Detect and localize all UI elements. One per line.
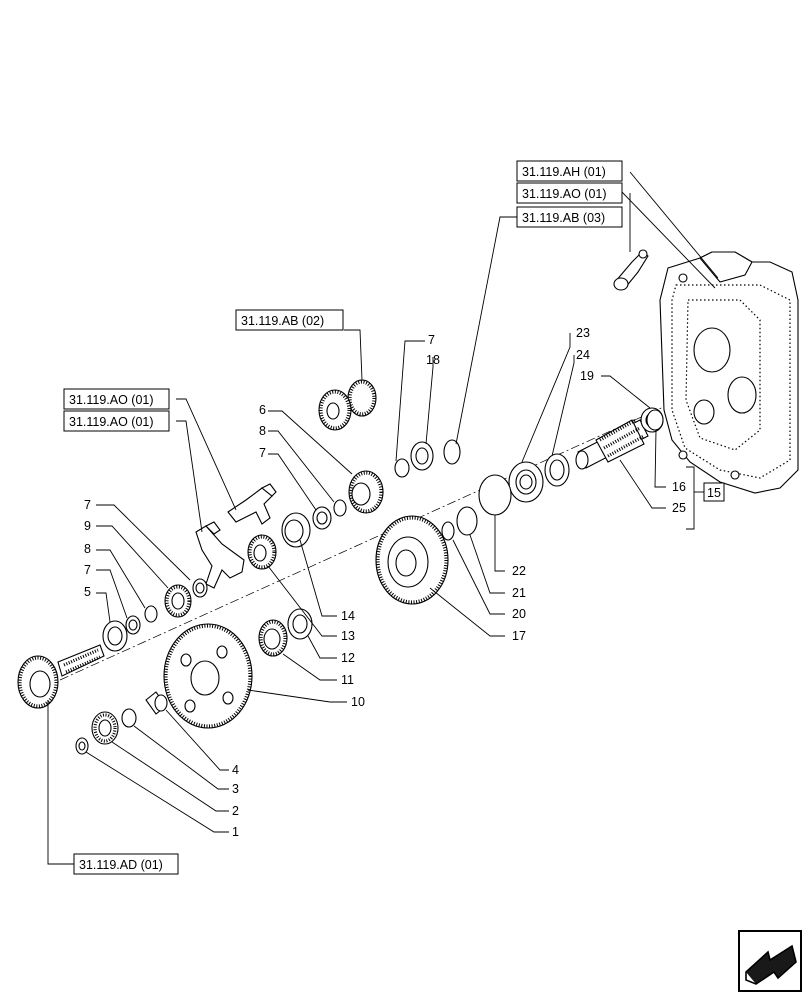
gear-6 xyxy=(348,470,384,514)
callout-7-left: 7 xyxy=(84,498,91,512)
callout-13: 13 xyxy=(341,629,355,643)
ring-1 xyxy=(75,737,89,755)
snap-ring-22 xyxy=(478,474,512,516)
bearing-9 xyxy=(164,584,192,618)
callout-4: 4 xyxy=(232,763,239,777)
shim-20 xyxy=(441,521,455,541)
ring-8-left xyxy=(144,605,158,623)
synchro-14 xyxy=(281,512,311,548)
callout-21: 21 xyxy=(512,586,526,600)
ref-box-ao01-left-b xyxy=(63,410,170,432)
ring-7-lower xyxy=(125,615,141,635)
transmission-housing xyxy=(659,251,799,494)
callout-2: 2 xyxy=(232,804,239,818)
ring-7-left xyxy=(192,578,208,598)
callout-7-top: 7 xyxy=(428,333,435,347)
gear-17 xyxy=(375,515,449,605)
gear-10 xyxy=(163,623,253,729)
bearing-23 xyxy=(508,461,544,503)
synchro-ring-11 xyxy=(258,619,288,657)
back-arrow-button[interactable] xyxy=(738,930,802,992)
callout-8-left: 8 xyxy=(84,542,91,556)
assembly-axis xyxy=(59,394,691,681)
callout-11: 11 xyxy=(341,673,354,687)
washer-3 xyxy=(121,708,137,728)
shift-fork-lower xyxy=(195,521,245,589)
ref-ad01: 31.119.AD (01) xyxy=(79,858,163,872)
callout-16: 16 xyxy=(672,480,686,494)
ref-box-ao01-left-a xyxy=(63,388,170,410)
callout-12: 12 xyxy=(341,651,355,665)
ring-8-mid xyxy=(333,499,347,517)
callout-19: 19 xyxy=(580,369,594,383)
callout-9: 9 xyxy=(84,519,91,533)
o-ring-19 xyxy=(646,409,664,431)
bearing-2 xyxy=(91,711,119,745)
callout-1: 1 xyxy=(232,825,239,839)
callout-24: 24 xyxy=(576,348,590,362)
bushing-4 xyxy=(145,691,168,715)
ref-box-ad01 xyxy=(73,853,179,875)
callout-5: 5 xyxy=(84,585,91,599)
callout-20: 20 xyxy=(512,607,526,621)
callout-18: 18 xyxy=(426,353,440,367)
callout-17: 17 xyxy=(512,629,526,643)
ref-ah01: 31.119.AH (01) xyxy=(522,165,606,179)
bearing-5 xyxy=(102,620,128,652)
callout-15: 15 xyxy=(707,486,721,500)
shift-lever xyxy=(613,249,649,291)
bearing-18 xyxy=(410,441,434,471)
ref-ao01-left-b: 31.119.AO (01) xyxy=(69,415,154,429)
reference-boxes: 31.119.AH (01) 31.119.AO (01) 31.119.AB … xyxy=(63,160,725,875)
bearing-12 xyxy=(287,608,313,640)
ref-box-ab02 xyxy=(235,309,344,331)
callout-numbers: 7 18 23 24 19 6 8 7 16 25 7 9 8 7 5 22 2… xyxy=(84,326,686,839)
callout-8-mid: 8 xyxy=(259,424,266,438)
callout-14: 14 xyxy=(341,609,355,623)
callout-23: 23 xyxy=(576,326,590,340)
bearing-7-mid xyxy=(312,506,332,530)
ref-ao01-top: 31.119.AO (01) xyxy=(522,187,607,201)
ref-box-ab03 xyxy=(516,206,623,228)
callout-10: 10 xyxy=(351,695,365,709)
ref-ab02: 31.119.AB (02) xyxy=(241,314,324,328)
circlip-ab03 xyxy=(443,439,461,465)
input-shaft-ad01 xyxy=(17,644,105,709)
snap-ring-21 xyxy=(456,506,478,536)
ref-ab03: 31.119.AB (03) xyxy=(522,211,605,225)
back-arrow-icon xyxy=(745,944,797,985)
leader-lines xyxy=(47,171,719,865)
callout-25: 25 xyxy=(672,501,686,515)
callout-22: 22 xyxy=(512,564,526,578)
hub-13 xyxy=(247,534,277,570)
ring-7-top xyxy=(394,458,410,478)
callout-7-lower: 7 xyxy=(84,563,91,577)
callout-7-mid: 7 xyxy=(259,446,266,460)
ref-box-ao01-top xyxy=(516,182,623,204)
ref-box-ah01 xyxy=(516,160,623,182)
callout-box-15 xyxy=(703,482,725,502)
seal-24 xyxy=(544,453,570,487)
callout-6: 6 xyxy=(259,403,266,417)
callout-3: 3 xyxy=(232,782,239,796)
ref-ao01-left-a: 31.119.AO (01) xyxy=(69,393,154,407)
cluster-gear-ab02 xyxy=(318,379,377,431)
shift-fork-upper xyxy=(227,483,277,525)
